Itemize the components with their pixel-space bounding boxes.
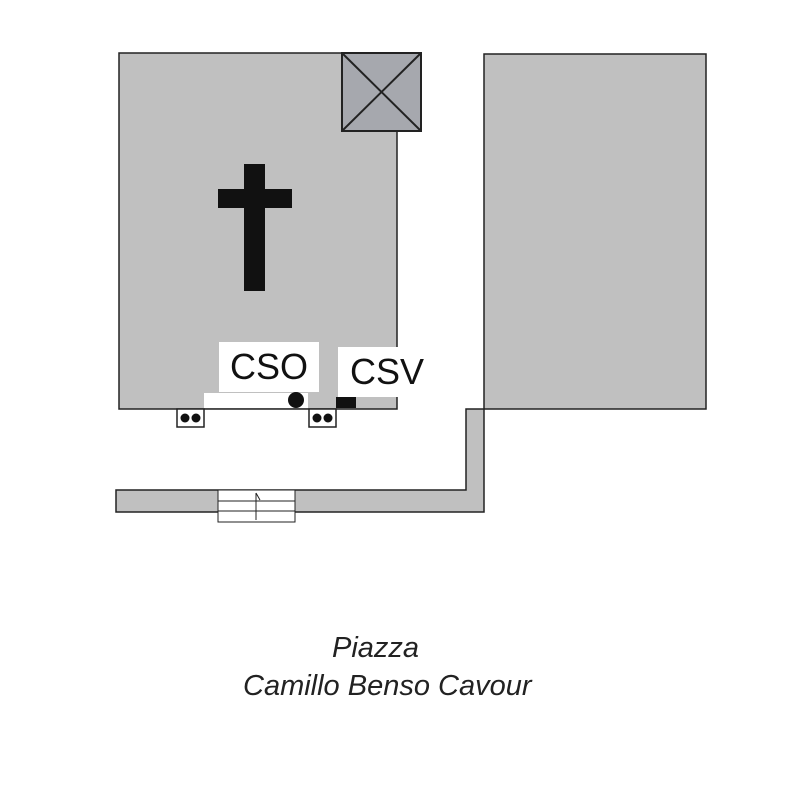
stair-arrow-icon	[217, 489, 296, 523]
crossed-square-icon	[341, 52, 422, 132]
square-name-line2: Camillo Benso Cavour	[243, 670, 532, 702]
square-name-line1: Piazza	[332, 632, 420, 664]
filled-rectangle-icon	[336, 397, 356, 408]
filled-circle-icon	[288, 392, 304, 408]
double-dot-icon	[308, 408, 337, 428]
cso-label: CSO	[219, 342, 319, 392]
csv-label: CSV	[338, 347, 436, 397]
entrance-opening	[204, 393, 308, 408]
cross-icon	[218, 164, 292, 291]
adjacent-building	[483, 53, 707, 410]
double-dot-icon	[176, 408, 205, 428]
walkway	[115, 408, 485, 513]
